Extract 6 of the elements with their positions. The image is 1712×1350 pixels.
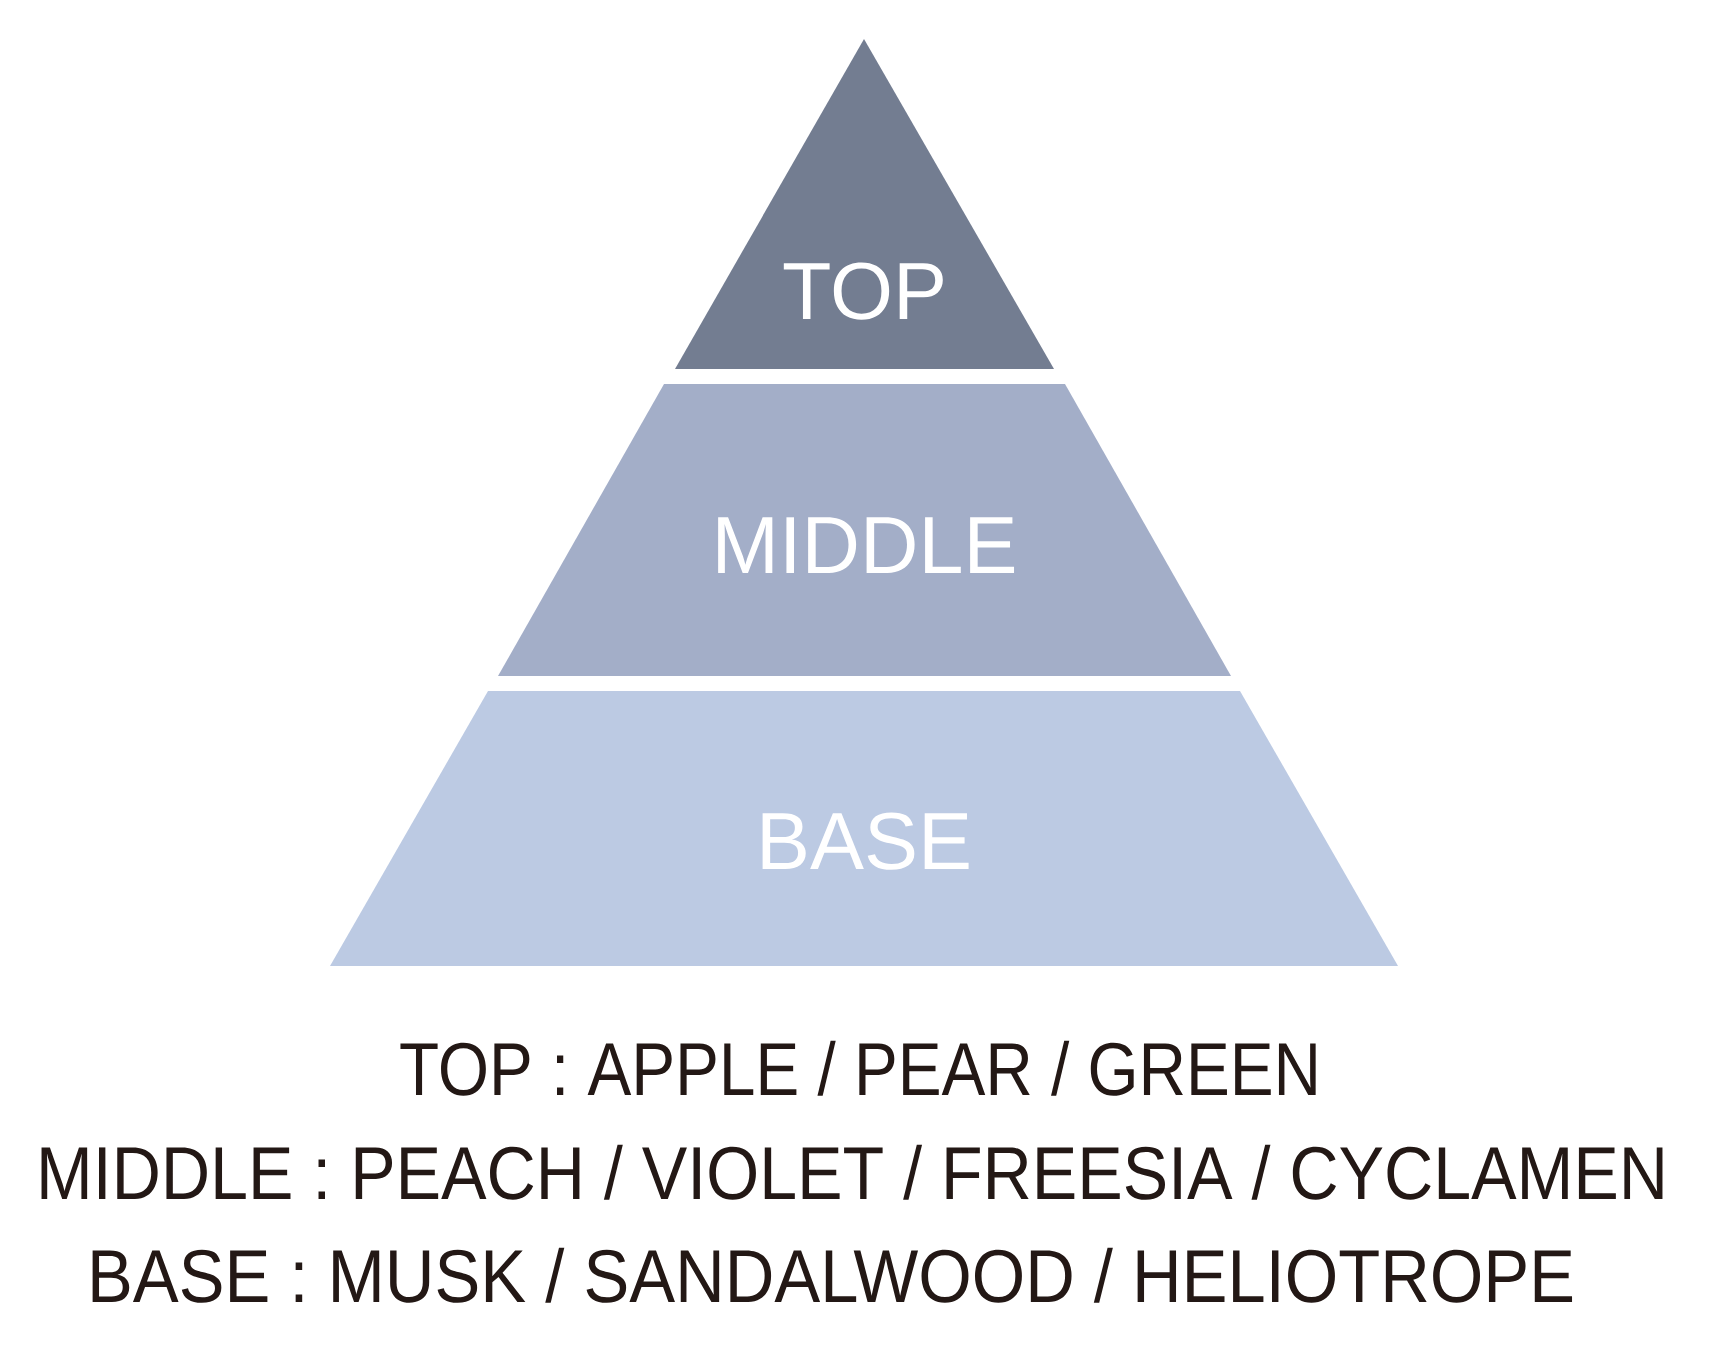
pyramid-tier: BASE xyxy=(330,691,1398,966)
pyramid-tier: MIDDLE xyxy=(498,384,1231,676)
note-text: MIDDLE : PEACH / VIOLET / FREESIA / CYCLAMEN xyxy=(41,1144,1663,1200)
pyramid-tier: TOP xyxy=(675,39,1054,369)
note-text: TOP : APPLE / PEAR / GREEN xyxy=(400,1040,1316,1096)
note-text: BASE : MUSK / SANDALWOOD / HELIOTROPE xyxy=(92,1247,1573,1303)
